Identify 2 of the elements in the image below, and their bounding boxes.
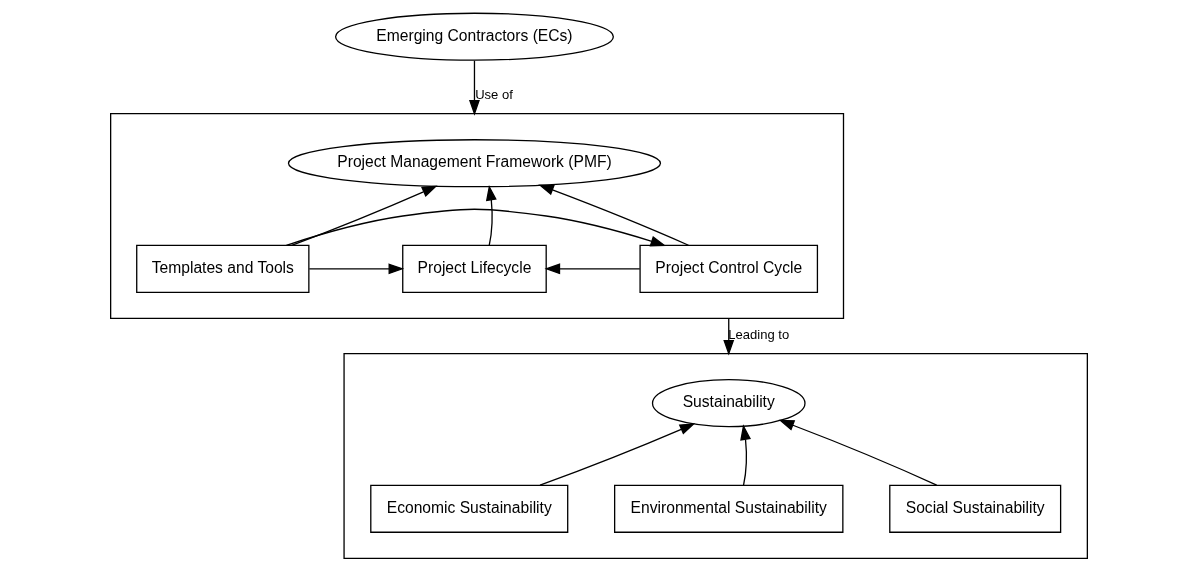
edge-label: Leading to <box>727 327 789 343</box>
edge-label: Use of <box>474 87 513 103</box>
